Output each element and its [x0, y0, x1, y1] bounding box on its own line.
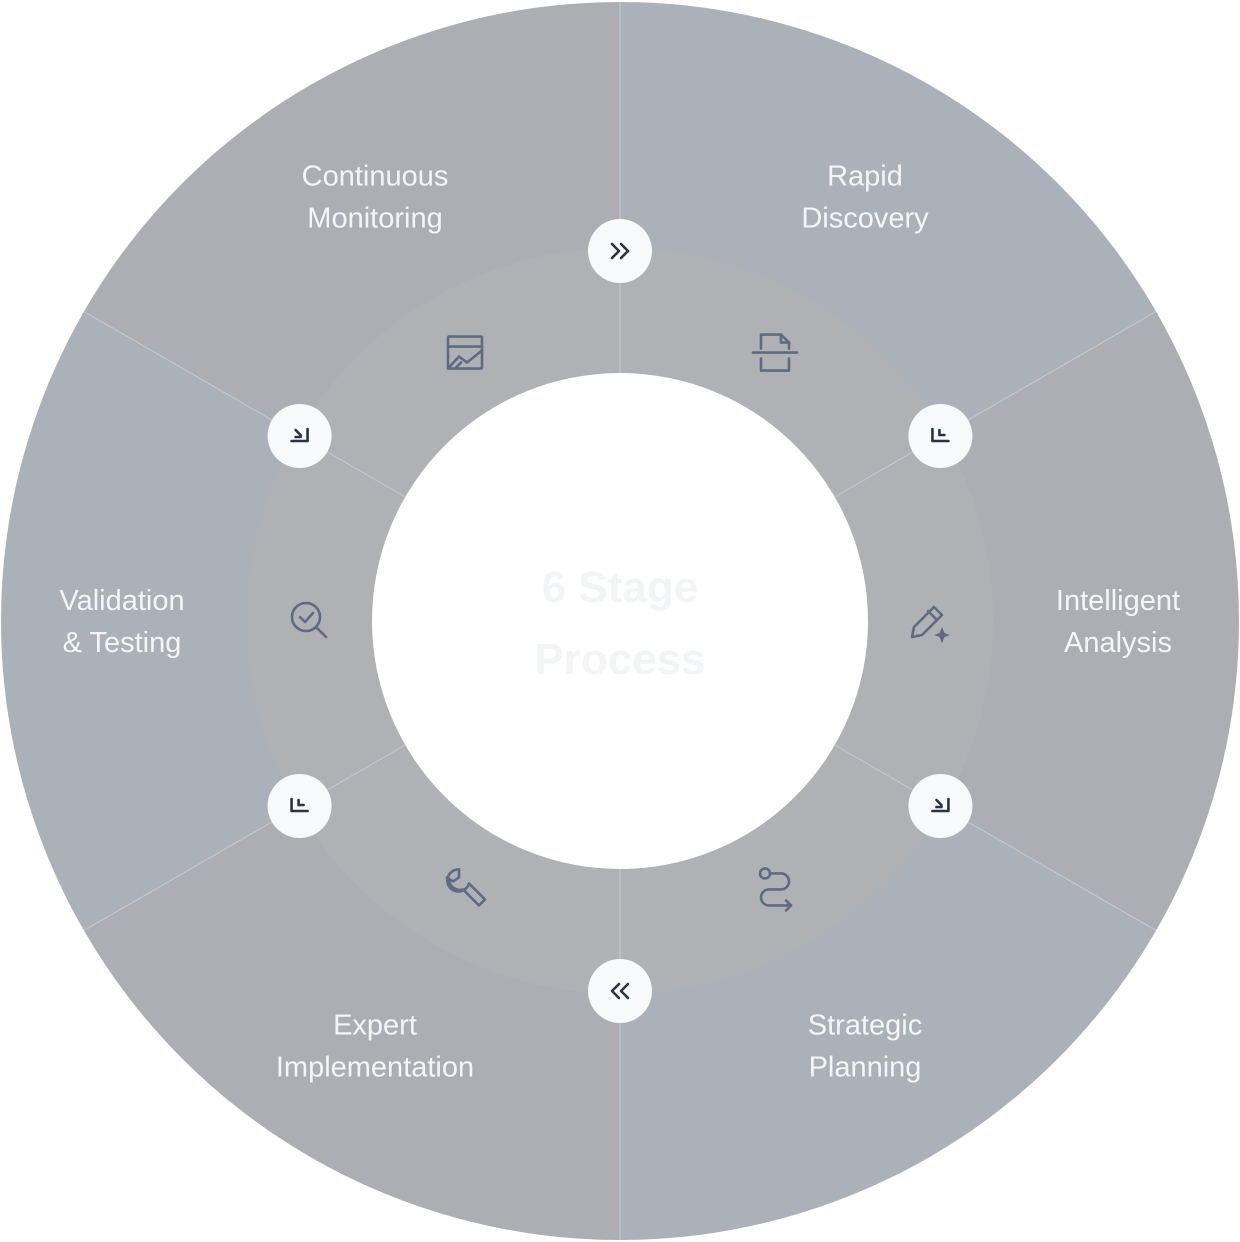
corner-arrow-down-right-icon — [931, 797, 950, 813]
document-scan-icon — [751, 333, 799, 372]
segment-divider — [83, 310, 406, 498]
connector-button[interactable] — [908, 774, 973, 838]
corner-arrow-down-right-icon — [290, 427, 309, 443]
corner-arrow-down-left-icon — [290, 797, 309, 813]
corner-arrow-down-left-icon — [931, 427, 950, 443]
segment-divider — [834, 310, 1157, 498]
stage-label-line1: Continuous — [302, 161, 449, 193]
sparkle-shape — [934, 627, 950, 643]
stage-label-line2: Implementation — [276, 1051, 474, 1083]
segment-divider — [834, 744, 1157, 932]
stage-label-line1: Expert — [333, 1009, 417, 1041]
center-title-line2: Process — [534, 635, 705, 684]
center-title-line1: 6 Stage — [542, 563, 699, 612]
chart-image-icon — [446, 335, 484, 370]
segment-divider — [83, 744, 406, 932]
stage-icons — [290, 333, 950, 912]
connector-button[interactable] — [588, 219, 652, 283]
stage-label-line2: Analysis — [1064, 627, 1172, 659]
center-title: 6 Stage Process — [534, 563, 705, 684]
wrench-icon — [445, 868, 487, 907]
connector-button[interactable] — [588, 959, 652, 1023]
stage-label-line2: Monitoring — [307, 203, 442, 235]
stage-label-line2: & Testing — [63, 627, 182, 659]
stage-labels: RapidDiscoveryIntelligentAnalysisStrateg… — [59, 161, 1180, 1084]
double-chevron-left-icon — [610, 982, 630, 1000]
stage-label: Validation & Testing — [59, 585, 184, 659]
connector-button[interactable] — [267, 774, 332, 838]
stage-label-line2: Discovery — [801, 203, 929, 235]
connector-button[interactable] — [267, 404, 332, 468]
connector-buttons[interactable] — [267, 219, 973, 1023]
stage-label-line2: Planning — [809, 1051, 922, 1083]
stage-label-line1: Rapid — [827, 161, 903, 193]
double-chevron-right-icon — [610, 242, 630, 260]
center-disc — [372, 373, 868, 869]
route-icon — [758, 867, 793, 912]
pencil-sparkle-icon — [910, 605, 950, 643]
stage-label-line1: Validation — [59, 585, 184, 617]
stage-label-line1: Strategic — [808, 1009, 922, 1041]
search-check-icon — [290, 601, 328, 639]
connector-button[interactable] — [908, 404, 973, 468]
stage-label-line1: Intelligent — [1056, 585, 1180, 617]
